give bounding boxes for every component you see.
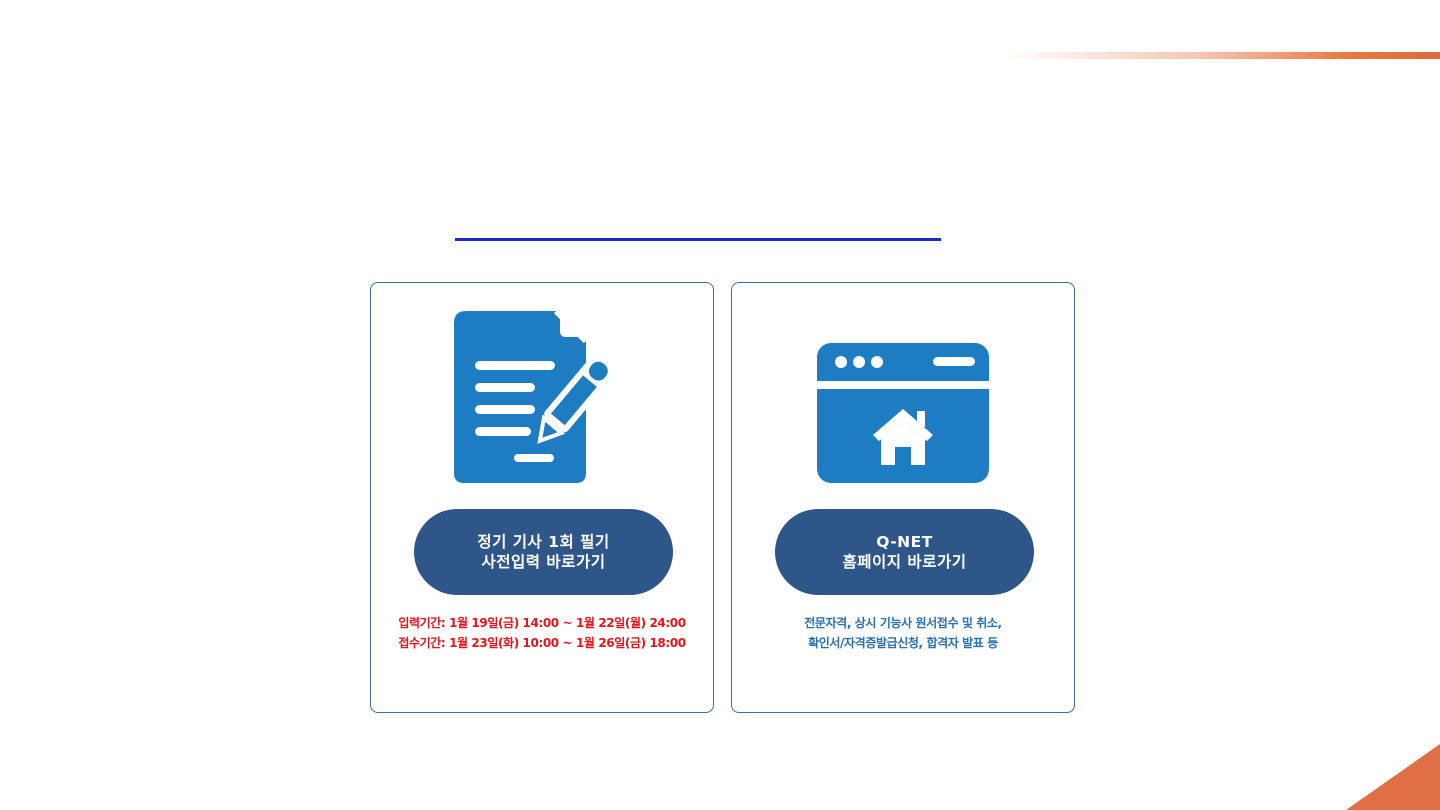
qnet-homepage-button-line1: Q-NET bbox=[876, 533, 933, 551]
title-underline bbox=[455, 238, 941, 241]
qnet-homepage-button[interactable]: Q-NET 홈페이지 바로가기 bbox=[775, 509, 1034, 595]
prior-input-button[interactable]: 정기 기사 1회 필기 사전입력 바로가기 bbox=[414, 509, 673, 595]
prior-input-schedule: 입력기간: 1월 19일(금) 14:00 ~ 1월 22일(월) 24:00 … bbox=[371, 613, 713, 653]
card-qnet-homepage: Q-NET 홈페이지 바로가기 전문자격, 상시 기능사 원서접수 및 취소, … bbox=[731, 282, 1075, 713]
card-prior-input: 정기 기사 1회 필기 사전입력 바로가기 입력기간: 1월 19일(금) 14… bbox=[370, 282, 714, 713]
qnet-homepage-button-line2: 홈페이지 바로가기 bbox=[842, 553, 967, 571]
qnet-services-line2: 확인서/자격증발급신청, 합격자 발표 등 bbox=[808, 636, 998, 650]
decorative-top-stripe bbox=[1005, 52, 1440, 59]
input-period-text: 입력기간: 1월 19일(금) 14:00 ~ 1월 22일(월) 24:00 bbox=[398, 616, 686, 630]
qnet-services-description: 전문자격, 상시 기능사 원서접수 및 취소, 확인서/자격증발급신청, 합격자… bbox=[732, 613, 1074, 653]
decorative-corner-triangle bbox=[1346, 744, 1440, 810]
qnet-services-line1: 전문자격, 상시 기능사 원서접수 및 취소, bbox=[804, 616, 1002, 630]
application-period-text: 접수기간: 1월 23일(화) 10:00 ~ 1월 26일(금) 18:00 bbox=[398, 636, 686, 650]
document-pencil-icon bbox=[454, 309, 617, 483]
prior-input-button-line2: 사전입력 바로가기 bbox=[481, 553, 606, 571]
prior-input-button-line1: 정기 기사 1회 필기 bbox=[477, 533, 610, 551]
browser-home-icon bbox=[817, 343, 989, 483]
